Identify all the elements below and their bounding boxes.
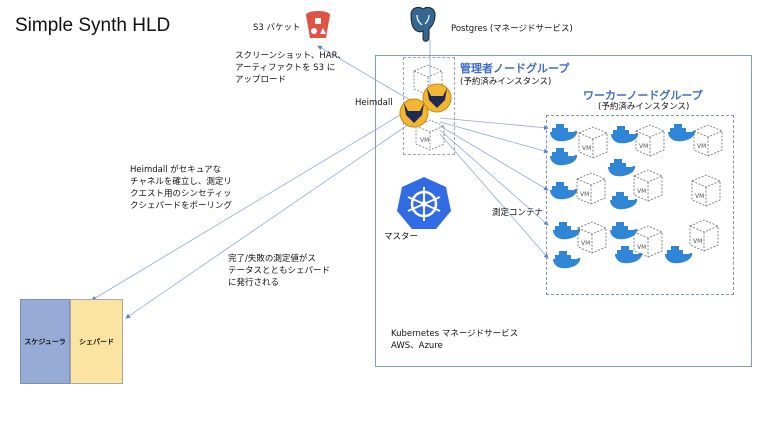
vm-cube-icon: VM — [577, 221, 607, 254]
poll-note-line: クエスト用のシンセティッ — [130, 189, 232, 199]
svg-text:VM: VM — [697, 143, 706, 150]
svg-text:VM: VM — [580, 191, 589, 198]
line-to-worker-2 — [439, 121, 549, 154]
master-label: マスター — [384, 232, 419, 242]
docker-icon — [550, 182, 578, 200]
k8s-note: Kubernetes マネージドサービス AWS、Azure — [391, 328, 518, 352]
line-heimdall-to-s3 — [317, 45, 411, 101]
postgres-icon — [410, 6, 436, 42]
poll-note-line: クシェパードをポーリング — [130, 201, 233, 211]
docker-icon — [665, 246, 693, 264]
s3-bucket-icon — [306, 11, 330, 38]
svg-text:VM: VM — [581, 240, 590, 247]
line-to-worker-4 — [439, 129, 549, 226]
poll-note-line: チャネルを確立し、測定リ — [130, 177, 232, 187]
worker-node-group — [546, 115, 734, 295]
vm-cube-icon: VM — [415, 119, 445, 151]
docker-icon — [550, 124, 578, 142]
docker-icon — [553, 222, 581, 240]
docker-icon — [553, 251, 581, 269]
vm-cube-icon: VM — [578, 126, 608, 159]
vm-cube-icon: VM — [635, 124, 665, 157]
upload-note: スクリーンショット、HAR、 アーティファクトを S3 に アップロード — [235, 50, 346, 86]
svg-text:VM: VM — [637, 188, 646, 195]
vm-cube-icon: VM — [693, 124, 723, 157]
svg-text:VM: VM — [693, 238, 702, 245]
publish-note: 完了/失敗の測定値がス テータスとともシェパード に発行される — [228, 253, 330, 289]
publish-note-line: テータスとともシェパード — [228, 266, 331, 276]
postgres-label: Postgres (マネージドサービス) — [451, 24, 573, 34]
s3-label: S3 バケット — [253, 23, 301, 33]
heimdall-icon — [422, 83, 452, 113]
publish-note-line: に発行される — [228, 278, 280, 288]
poll-note-line: Heimdall がセキュアな — [130, 165, 222, 175]
vm-cube-icon: VM — [691, 174, 721, 207]
docker-icon — [611, 126, 639, 144]
diagram-title: Simple Synth HLD — [15, 15, 171, 36]
svg-text:VM: VM — [695, 193, 704, 200]
line-to-worker-1 — [439, 117, 549, 131]
docker-icon — [610, 222, 638, 240]
svg-text:VM: VM — [639, 143, 648, 150]
upload-note-line: アーティファクトを S3 に — [235, 63, 336, 73]
kubernetes-icon — [397, 177, 451, 229]
svg-text:VM: VM — [420, 137, 429, 144]
admin-group-subtitle: (予約済みインスタンス) — [460, 77, 552, 87]
admin-group-title: 管理者ノードグループ — [460, 62, 570, 75]
scheduler-label: スケジューラ — [24, 337, 66, 346]
docker-icon — [615, 246, 643, 264]
upload-note-line: アップロード — [235, 75, 287, 85]
kubernetes-cluster-box — [375, 55, 752, 367]
heimdall-label: Heimdall — [355, 98, 393, 108]
poll-note: Heimdall がセキュアな チャネルを確立し、測定リ クエスト用のシンセティ… — [130, 164, 232, 212]
k8s-note-line: AWS、Azure — [391, 341, 443, 351]
docker-icon — [610, 192, 638, 210]
svg-text:VM: VM — [637, 244, 646, 251]
vm-cube-icon: VM — [689, 219, 719, 252]
docker-icon — [668, 124, 696, 142]
k8s-note-line: Kubernetes マネージドサービス — [391, 329, 519, 339]
docker-icon — [608, 159, 636, 177]
container-label: 測定コンテナ — [492, 208, 544, 218]
vm-cube-icon: VM — [633, 169, 663, 202]
docker-icon — [550, 148, 578, 166]
vm-cube-icon: VM — [576, 172, 606, 205]
line-heimdall-to-shepherd — [125, 121, 413, 319]
line-heimdall-to-scheduler — [91, 111, 406, 301]
line-to-worker-5 — [439, 133, 549, 259]
scheduler-box: スケジューラ — [20, 299, 70, 384]
upload-note-line: スクリーンショット、HAR、 — [235, 51, 347, 61]
line-to-worker-3 — [439, 125, 549, 191]
shepherd-box: シェパード — [70, 299, 123, 384]
shepherd-label: シェパード — [79, 337, 114, 346]
publish-note-line: 完了/失敗の測定値がス — [228, 254, 316, 264]
svg-text:VM: VM — [582, 145, 591, 152]
vm-cube-icon: VM — [633, 225, 663, 258]
heimdall-icon — [399, 98, 429, 128]
worker-group-title: ワーカーノードグループ — [583, 89, 703, 102]
worker-group-subtitle: (予約済みインスタンス) — [598, 102, 690, 112]
